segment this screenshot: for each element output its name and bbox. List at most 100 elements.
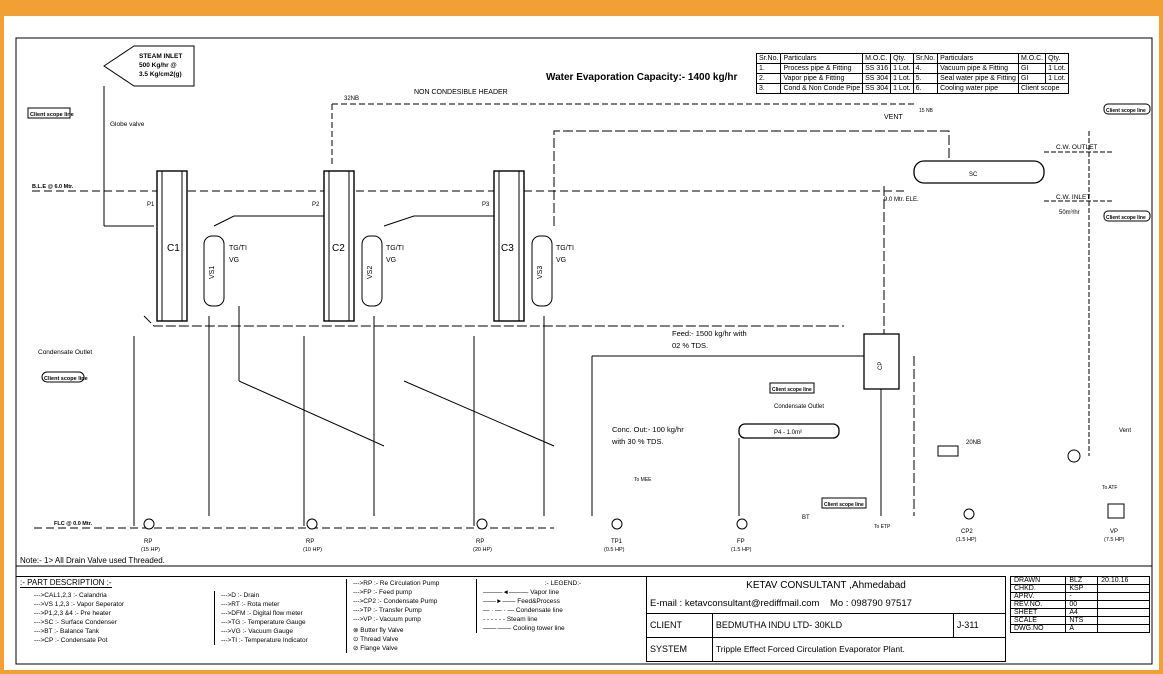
meta-key: DWG.NO bbox=[1009, 624, 1067, 633]
part-item: ⊘ Flange Valve bbox=[353, 645, 398, 652]
table-header-cell: Sr.No. bbox=[912, 53, 939, 64]
meta-value: 00 bbox=[1065, 600, 1099, 609]
table-row: 3. Cond & Non Conde Pipe SS 304 1 Lot. 6… bbox=[755, 83, 1069, 94]
part-item: --->DFM :- Digital flow meter bbox=[221, 610, 303, 617]
legend-item: ——·—— Cooling tower line bbox=[483, 625, 565, 632]
table-cell: Cooling water pipe bbox=[937, 83, 1019, 94]
meta-value: - bbox=[1065, 592, 1099, 601]
client-name: BEDMUTHA INDU LTD- 30KLD bbox=[711, 612, 954, 638]
system-label: SYSTEM bbox=[646, 636, 713, 663]
part-item: --->VP :- Vacuum pump bbox=[353, 616, 421, 623]
steam-inlet-arrow bbox=[103, 45, 195, 87]
table-row: APRV.- bbox=[1009, 592, 1150, 601]
pump-5-hp: (1.5 HP) bbox=[731, 547, 752, 553]
pump-6-hp: (1.5 HP) bbox=[956, 537, 977, 543]
calandria-c2-label: C2 bbox=[332, 243, 345, 254]
part-item: --->BT :- Balance Tank bbox=[34, 628, 99, 635]
globe-valve-label: Globe valve bbox=[110, 121, 145, 128]
part-description: :- PART DESCRIPTION :- --->CAL1,2,3 :- C… bbox=[16, 576, 646, 663]
vg-label-3: VG bbox=[556, 257, 566, 264]
meta-date: 20.10.16 bbox=[1097, 576, 1150, 585]
table-cell: Vacuum pipe & Fitting bbox=[937, 63, 1019, 74]
part-item: --->VG :- Vacuum Gauge bbox=[221, 628, 293, 635]
conc-out-label-2: with 30 % TDS. bbox=[611, 437, 664, 446]
legend-item: — · — · — Condensate line bbox=[483, 607, 563, 614]
vg-label-1: VG bbox=[229, 257, 239, 264]
table-cell: Process pipe & Fitting bbox=[780, 63, 864, 74]
table-cell: 1. bbox=[755, 63, 782, 74]
ble-label: B.L.E @ 6.0 Mtr. bbox=[32, 184, 74, 190]
cooling-line-icon: ——·—— bbox=[483, 625, 513, 632]
table-cell: GI bbox=[1017, 63, 1047, 74]
pid-schematic: STEAM INLET 500 Kg/hr @ 3.5 Kg/cm2(g) Wa… bbox=[15, 37, 1153, 665]
part-item: --->SC :- Surface Condenser bbox=[34, 619, 117, 626]
company-name: KETAV CONSULTANT ,Ahmedabad bbox=[646, 575, 1006, 595]
steam-line-icon: - - - - - - bbox=[483, 616, 507, 623]
table-header-cell: Qty. bbox=[890, 53, 914, 64]
thread-valve-icon: ⊙ bbox=[353, 636, 361, 643]
preheater-p1-label: P1 bbox=[147, 202, 155, 208]
table-header-cell: Sr.No. bbox=[755, 53, 782, 64]
part-item: --->CP :- Condensate Pot bbox=[34, 637, 108, 644]
meta-date bbox=[1097, 584, 1150, 593]
nb20-label: 20NB bbox=[966, 440, 981, 446]
condensate-line-icon: — · — · — bbox=[483, 607, 516, 614]
table-cell: SS 304 bbox=[862, 73, 892, 84]
meta-date bbox=[1097, 608, 1150, 617]
pump-4-hp: (0.5 HP) bbox=[604, 547, 625, 553]
feed-label-2: 02 % TDS. bbox=[672, 341, 708, 350]
client-scope-tag-4: Client scope line bbox=[1106, 215, 1146, 221]
meta-value: A4 bbox=[1065, 608, 1099, 617]
table-cell: 6. bbox=[912, 83, 939, 94]
part-item: --->CAL1,2,3 :- Calandria bbox=[34, 592, 107, 599]
client-scope-tag-6: Client scope line bbox=[824, 502, 864, 508]
feed-line-icon: ——►—— bbox=[483, 598, 518, 605]
client-label: CLIENT bbox=[646, 612, 713, 638]
pump-3-hp: (20 HP) bbox=[473, 547, 492, 553]
meta-date bbox=[1097, 624, 1150, 633]
pump-7-hp: (7.5 HP) bbox=[1104, 537, 1125, 543]
part-item: ⊗ Butter fly Valve bbox=[353, 627, 404, 634]
tgti-label-2: TG/TI bbox=[386, 245, 404, 252]
contact-line: E-mail : ketavconsultant@rediffmail.com … bbox=[646, 594, 1006, 614]
table-cell: Client scope bbox=[1017, 83, 1069, 94]
meta-date bbox=[1097, 592, 1150, 601]
vs3-label: VS3 bbox=[537, 266, 544, 279]
table-cell: SS 316 bbox=[862, 63, 892, 74]
table-cell: Vapor pipe & Fitting bbox=[780, 73, 864, 84]
vs1-label: VS1 bbox=[209, 266, 216, 279]
table-cell: Seal water pipe & Fitting bbox=[937, 73, 1019, 84]
condensate-outlet-label: Condensate Outlet bbox=[38, 349, 92, 356]
spec-table-header: Sr.No. Particulars M.O.C. Qty. Sr.No. Pa… bbox=[755, 53, 1069, 64]
table-cell: 1 Lot. bbox=[1045, 63, 1069, 74]
table-row: 1. Process pipe & Fitting SS 316 1 Lot. … bbox=[755, 63, 1069, 74]
vent-label: VENT bbox=[884, 114, 903, 121]
part-item: --->TP :- Transfer Pump bbox=[353, 607, 422, 614]
condensate-pot-label: CP bbox=[878, 362, 884, 370]
part-item: ⊙ Thread Valve bbox=[353, 636, 399, 643]
cw-outlet-label: C.W. OUTLET bbox=[1056, 144, 1098, 151]
vent-2-label: Vent bbox=[1119, 428, 1131, 434]
pid-drawing: STEAM INLET 500 Kg/hr @ 3.5 Kg/cm2(g) Wa… bbox=[14, 36, 1154, 666]
pump-6-name: CP2 bbox=[961, 529, 973, 535]
ele-label: 9.0 Mtr. ELE. bbox=[884, 197, 919, 203]
title-block: KETAV CONSULTANT ,Ahmedabad E-mail : ket… bbox=[646, 575, 1007, 663]
part-item: --->VS 1,2,3 :- Vapor Seperator bbox=[34, 601, 125, 608]
steam-inlet-label-3: 3.5 Kg/cm2(g) bbox=[139, 71, 182, 78]
table-header-cell: Particulars bbox=[780, 53, 864, 64]
meta-value: A bbox=[1065, 624, 1099, 633]
surface-condenser-label: SC bbox=[969, 172, 978, 178]
table-header-cell: M.O.C. bbox=[862, 53, 892, 64]
pump-symbols bbox=[143, 503, 1125, 530]
client-scope-tag-5: Client scope line bbox=[772, 387, 812, 393]
flc-label: FLC @ 0.0 Mtr. bbox=[54, 521, 93, 527]
cw-inlet-label: C.W. INLET bbox=[1056, 194, 1090, 201]
pump-4-name: TP1 bbox=[611, 539, 623, 545]
meta-key: CHKD. bbox=[1009, 584, 1067, 593]
table-header-cell: Particulars bbox=[937, 53, 1019, 64]
vg-label-2: VG bbox=[386, 257, 396, 264]
table-cell: Cond & Non Conde Pipe bbox=[780, 83, 864, 94]
